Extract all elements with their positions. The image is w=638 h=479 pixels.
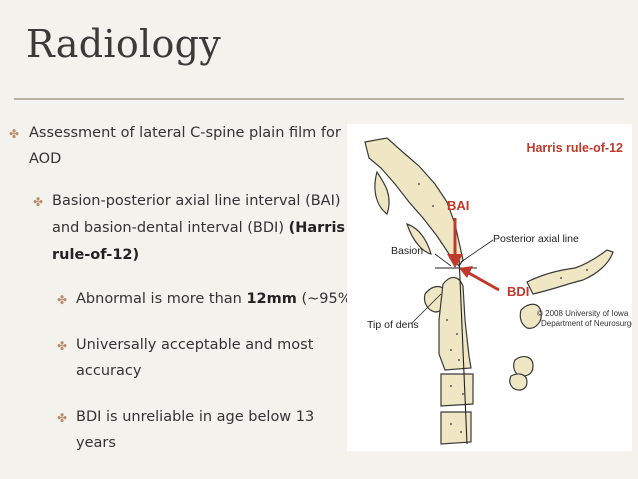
c3-spinous-shape xyxy=(513,356,534,377)
bullet-4-line-2: accuracy xyxy=(76,363,142,379)
bullet-2-line-2-text: and basion-dental interval (BDI) xyxy=(52,220,289,236)
bullet-4-line-1: Universally acceptable and most xyxy=(76,337,314,353)
copyright-line-2: Department of Neurosurgery xyxy=(541,319,632,328)
c4-spinous-shape xyxy=(509,373,528,391)
bullet-5-line-2: years xyxy=(76,435,116,451)
posterior-axial-line xyxy=(458,255,468,445)
bdi-arrow-head xyxy=(459,266,473,278)
occipital-condyle-shape xyxy=(406,223,432,255)
bullet-mark-icon: ✤ xyxy=(33,195,44,209)
bullet-mark-icon: ✤ xyxy=(57,339,68,353)
c4-body-shape xyxy=(440,411,472,445)
c3-body-shape xyxy=(440,373,474,407)
basion-label: Basion xyxy=(391,245,423,257)
bullet-1-line-2: AOD xyxy=(29,151,62,167)
bai-label: BAI xyxy=(447,198,469,213)
bdi-label: BDI xyxy=(507,284,529,299)
c2-spinous-shape xyxy=(519,303,542,329)
title-divider xyxy=(14,98,624,100)
bullet-mark-icon: ✤ xyxy=(57,411,68,425)
bai-arrow-head xyxy=(447,254,463,268)
posterior-line-leader xyxy=(460,239,494,263)
bullet-2-line-3: rule-of-12) xyxy=(52,247,140,263)
bullet-3-pre: Abnormal is more than xyxy=(76,291,247,307)
bullet-1-line-1: Assessment of lateral C-spine plain film… xyxy=(29,125,341,141)
bullet-mark-icon: ✤ xyxy=(57,293,68,307)
skull-base-fragment xyxy=(374,170,390,215)
figure-header: Harris rule-of-12 xyxy=(526,141,623,155)
posterior-arch-shape xyxy=(526,249,614,295)
bullet-list: ✤ Assessment of lateral C-spine plain fi… xyxy=(9,125,357,451)
copyright-line-1: © 2008 University of Iowa xyxy=(537,309,629,318)
c-spine-diagram: Harris rule-of-12 BAI BDI Basion Posteri… xyxy=(364,137,632,445)
occipital-bone-shape xyxy=(364,137,464,268)
bdi-arrow-line xyxy=(466,270,500,292)
bullet-3-post: (~95%) xyxy=(296,291,358,307)
basion-leader xyxy=(434,253,452,267)
bullet-3-bold: 12mm xyxy=(246,291,297,307)
slide-title: Radiology xyxy=(26,22,222,66)
bullet-2-line-2: and basion-dental interval (BDI) (Harris xyxy=(52,215,345,242)
bullet-2-emphasis: (Harris xyxy=(288,220,346,236)
bullet-2-line-1: Basion-posterior axial line interval (BA… xyxy=(52,193,341,209)
bullet-mark-icon: ✤ xyxy=(9,127,20,141)
harris-rule-figure: Harris rule-of-12 BAI BDI Basion Posteri… xyxy=(347,124,632,451)
posterior-axial-line-label: Posterior axial line xyxy=(493,233,579,245)
tip-of-dens-label: Tip of dens xyxy=(367,319,419,331)
dens-leader xyxy=(410,293,442,325)
bullet-5-line-1: BDI is unreliable in age below 13 xyxy=(76,409,315,425)
dens-c2-shape xyxy=(438,276,472,371)
bullet-3-line-1: Abnormal is more than 12mm (~95%) xyxy=(76,286,357,313)
bone-texture xyxy=(418,183,588,433)
